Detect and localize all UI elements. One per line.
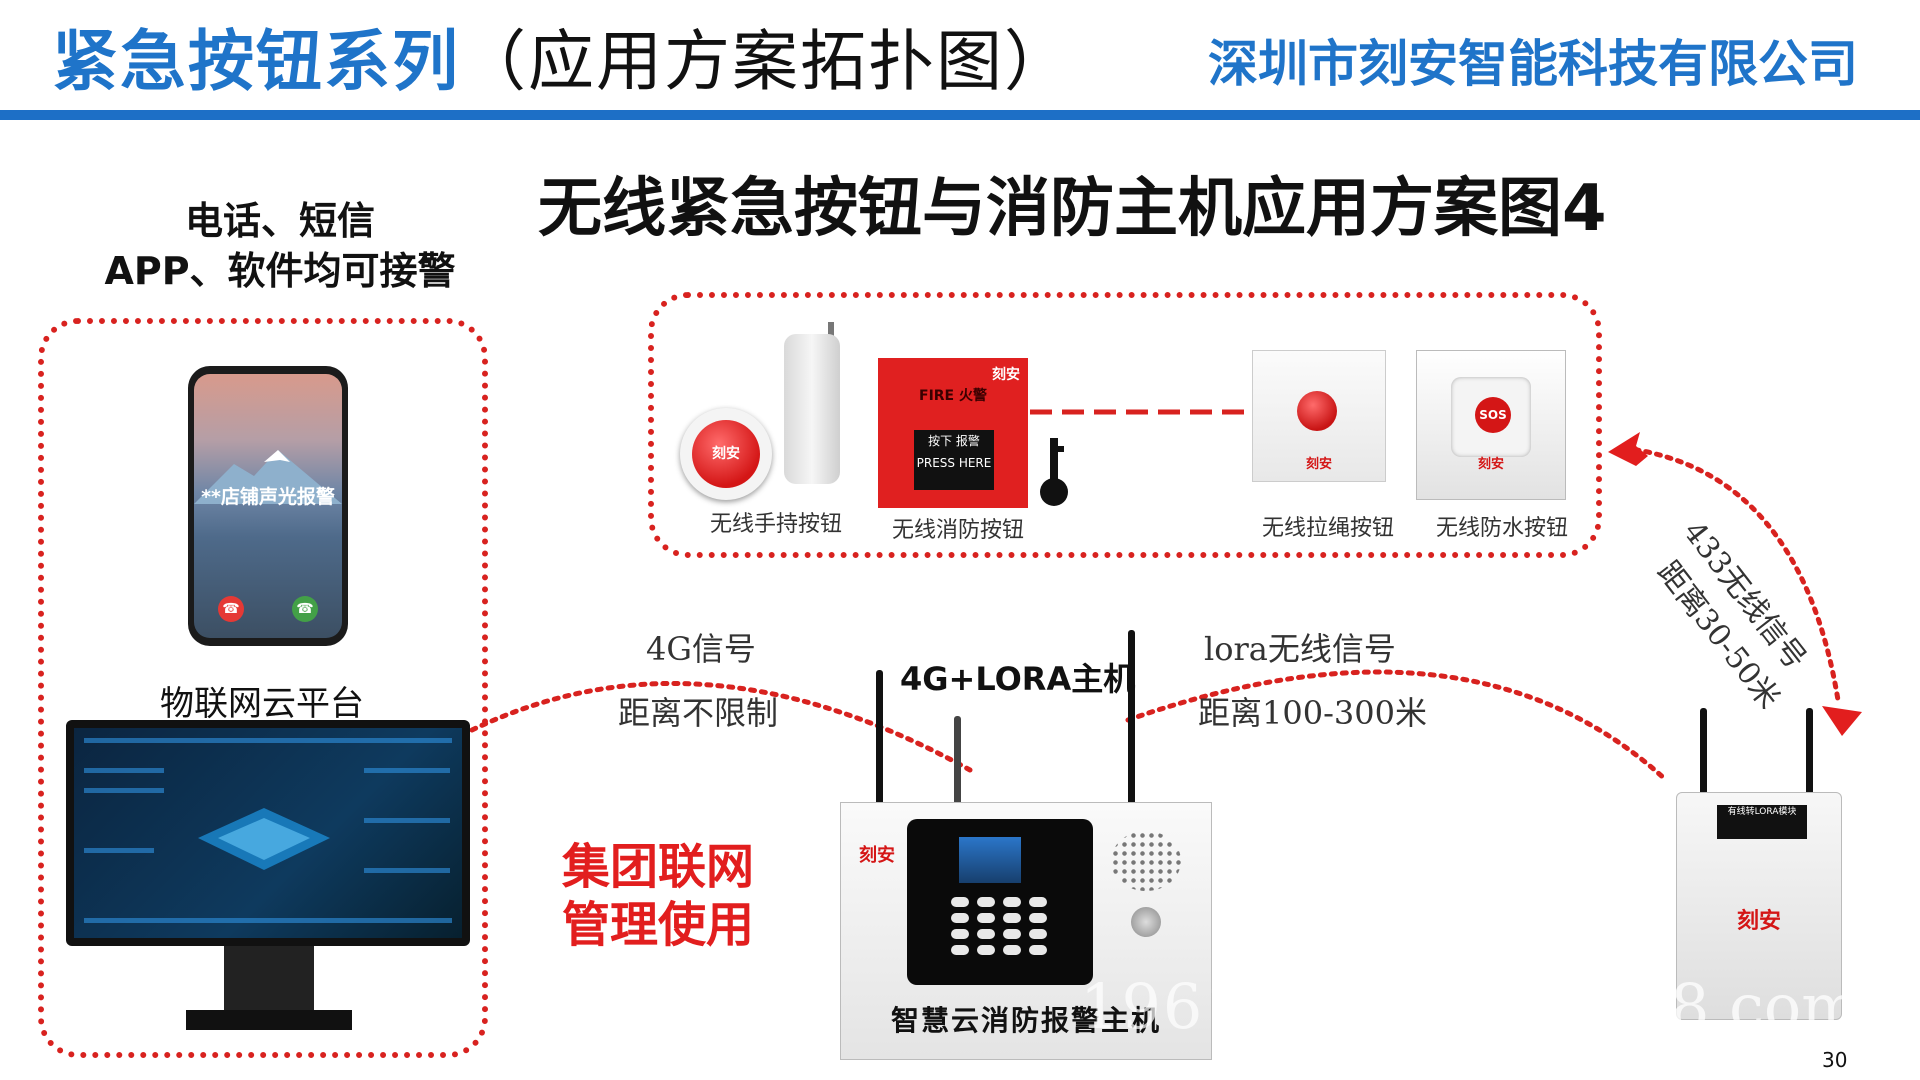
- waterproof-button-label: 无线防水按钮: [1436, 516, 1569, 541]
- page-header-title: 紧急按钮系列（应用方案拓扑图）: [52, 22, 1072, 102]
- receive-line-1: 电话、短信: [184, 199, 375, 243]
- header-divider: [0, 110, 1920, 120]
- monitor: [66, 720, 470, 946]
- company-name: 深圳市刻安智能科技有限公司: [1208, 35, 1858, 93]
- 4g-distance-label: 距离不限制: [618, 694, 779, 732]
- host-brand: 刻安: [859, 845, 895, 866]
- handheld-button-face: 刻安: [692, 420, 760, 488]
- module-antenna-right: [1806, 708, 1813, 796]
- host-antenna-middle: [954, 716, 961, 806]
- phone-screen: **店铺声光报警 ☎ ☎: [194, 374, 342, 638]
- monitor-base: [186, 1010, 352, 1030]
- wireless-buttons-box: [648, 292, 1602, 558]
- 433-arrow-top-icon: [1608, 432, 1648, 466]
- key-icon: [1040, 438, 1068, 506]
- host-control-panel: [907, 819, 1093, 985]
- fire-alarm-host: 刻安 智慧云消防报警主机: [840, 802, 1212, 1060]
- wireless-waterproof-button: SOS 刻安: [1416, 350, 1566, 500]
- fire-button-text: FIRE 火警: [919, 388, 987, 404]
- accept-call-icon: ☎: [292, 596, 318, 622]
- pull-cord-button-label: 无线拉绳按钮: [1262, 516, 1395, 541]
- building-map-icon: [198, 808, 330, 870]
- fire-button-brand: 刻安: [992, 367, 1020, 383]
- header-title-highlight: 紧急按钮系列: [52, 23, 460, 100]
- host-to-module-link: [1125, 669, 1669, 783]
- fire-button-label: 无线消防按钮: [892, 518, 1025, 543]
- alarm-receive-note: 电话、短信 APP、软件均可接警: [40, 196, 520, 296]
- watermark-left: 1961: [1080, 970, 1246, 1043]
- receive-line-2: APP、软件均可接警: [104, 249, 456, 293]
- lora-distance-label: 距离100-300米: [1198, 694, 1427, 732]
- lock-icon: [1131, 907, 1161, 937]
- watermark-right: 8.com: [1670, 970, 1860, 1043]
- handheld-button-label: 无线手持按钮: [710, 512, 843, 537]
- fire-button-window: 按下 报警 PRESS HERE: [914, 430, 994, 490]
- 4g-signal-label: 4G信号: [646, 630, 756, 668]
- host-caption: 智慧云消防报警主机: [890, 1004, 1161, 1037]
- mountain-icon: [194, 450, 342, 504]
- header-title-rest: （应用方案拓扑图）: [460, 23, 1072, 100]
- module-status-bar: 有线转LORA模块: [1717, 805, 1807, 839]
- sos-button-face: SOS: [1475, 397, 1511, 433]
- pull-cord-brand: 刻安: [1305, 457, 1332, 472]
- speaker-icon: [1111, 831, 1181, 891]
- incoming-call-text: **店铺声光报警: [201, 486, 335, 508]
- fire-window-en: PRESS HERE: [916, 456, 992, 470]
- pull-cord-button-face: [1297, 391, 1337, 431]
- wireless-pull-cord-button: 刻安: [1252, 350, 1386, 482]
- cloud-to-host-link: [469, 680, 973, 773]
- fire-window-cn: 按下 报警: [928, 434, 980, 448]
- wireless-handheld-button: 刻安: [680, 408, 772, 500]
- 433-link: [1621, 445, 1841, 703]
- group-network-note: 集团联网 管理使用: [562, 838, 754, 954]
- group-line-1: 集团联网: [562, 839, 755, 895]
- lora-signal-label: lora无线信号: [1204, 630, 1396, 668]
- remote-control: [784, 334, 840, 484]
- host-keypad: [951, 897, 1051, 955]
- lora-module: 有线转LORA模块 刻安: [1676, 792, 1842, 1020]
- cloud-platform-label: 物联网云平台: [160, 684, 364, 724]
- module-brand: 刻安: [1736, 909, 1781, 934]
- module-antenna-left: [1700, 708, 1707, 796]
- receiver-group-box: [38, 318, 488, 1058]
- host-antenna-left: [876, 670, 883, 806]
- monitor-stand: [224, 946, 314, 1012]
- smartphone: **店铺声光报警 ☎ ☎: [188, 366, 348, 646]
- cloud-dashboard-screen: [74, 728, 462, 938]
- host-antenna-right: [1128, 630, 1135, 806]
- 433-arrow-bottom-icon: [1822, 706, 1862, 736]
- wireless-fire-button: 刻安 FIRE 火警 按下 报警 PRESS HERE: [878, 358, 1028, 508]
- waterproof-brand: 刻安: [1477, 457, 1504, 472]
- host-lcd-screen: [959, 837, 1021, 883]
- decline-call-icon: ☎: [218, 596, 244, 622]
- host-label: 4G+LORA主机: [900, 660, 1136, 698]
- diagram-title: 无线紧急按钮与消防主机应用方案图4: [538, 172, 1607, 246]
- group-line-2: 管理使用: [562, 897, 755, 953]
- page-number: 30: [1822, 1048, 1848, 1072]
